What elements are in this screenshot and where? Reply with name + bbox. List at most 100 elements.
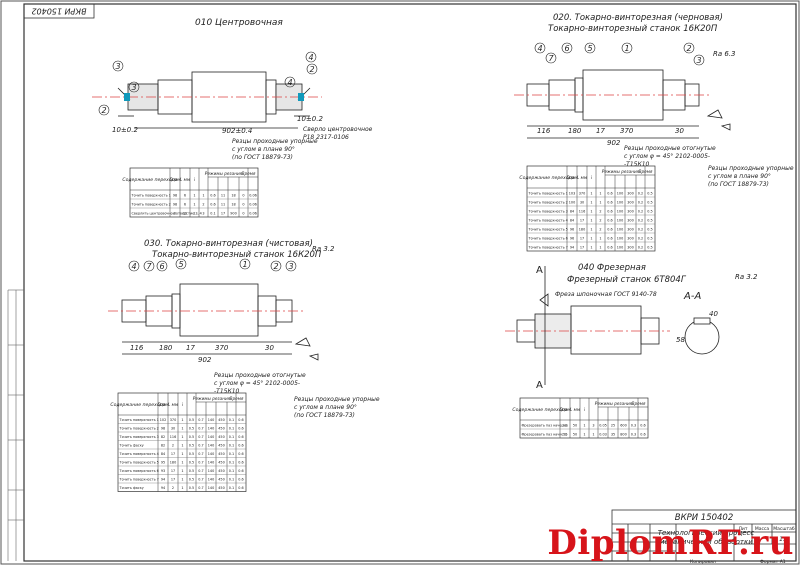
op-020-cell-r6-c9: 0.5 (647, 245, 652, 249)
op-010-note-1: Резцы проходные упорные (232, 138, 318, 145)
op-020-cell-r4-c9: 0.5 (647, 227, 652, 231)
op-030-cell-r0-c9: 0.6 (238, 418, 243, 422)
op-030-dim-1: 116 (130, 344, 144, 352)
op-020-callout-1: 1 (624, 44, 629, 53)
op-020-cell-r3-c6: 100 (617, 218, 623, 222)
op-040-header-l: L мм (570, 407, 580, 412)
op-010-cell-r0-c1: 98 (173, 193, 177, 197)
op-030-cell-r0-c8: 0.1 (229, 418, 234, 422)
op-030-cell-r1-c2: 30 (171, 426, 175, 430)
op-030-callout-7: 7 (146, 262, 152, 271)
op-030-cell-r4-c8: 0.1 (229, 452, 234, 456)
op-030-cell-r2-c2: 116 (170, 435, 176, 439)
op-030-cell-r8-c9: 0.6 (238, 486, 243, 490)
op-010-cell-r1-c3: 1 (193, 202, 195, 206)
op-020-dim-2: 180 (568, 127, 582, 135)
op-010-callout-3: 3 (115, 62, 120, 71)
op-030-cell-r5-c7: 450 (218, 460, 224, 464)
op-030-cell-r8-c6: 140 (208, 486, 214, 490)
op-020-cell-r3-c2: 17 (580, 218, 584, 222)
op-030-cell-r0-c7: 450 (218, 418, 224, 422)
op-030-cell-r2-c9: 0.6 (238, 435, 243, 439)
op-030-cell-r3-c5: 0.7 (198, 443, 203, 447)
op-020-cell-r4-c6: 100 (617, 227, 623, 231)
op-030-callout-4: 4 (131, 262, 136, 271)
op-020-cell-r3-c4: 2 (599, 218, 601, 222)
op-030-callout-5: 5 (178, 260, 183, 269)
op-030-cell-r8-c2: 2 (172, 486, 174, 490)
op-020-header-d: D мм (567, 175, 578, 180)
drill-right-icon (298, 93, 304, 101)
op-030-title: 030. Токарно-винторезная (чистовая) (144, 239, 313, 249)
op-010-cell-r1-c6: 11 (221, 202, 225, 206)
op-020-cell-r2-c6: 100 (617, 209, 623, 213)
op-030-cell-r3-c6: 140 (208, 443, 214, 447)
op-020-cell-r2-c9: 0.5 (647, 209, 652, 213)
op-010-cell-r2-c9: 0.06 (249, 211, 257, 215)
op-030-cell-r3-c7: 450 (218, 443, 224, 447)
op-040-section-label: А-А (683, 291, 701, 302)
op-020-cell-r2-c5: 0.6 (607, 209, 612, 213)
op-020-header-time: Время (639, 169, 653, 174)
op-020-cell-r0-c0: Точить поверхность 1 (528, 191, 568, 195)
op-040-cell-r0-c0: Фрезеровать паз начерно (522, 423, 568, 427)
op-030-cell-r1-c0: Точить поверхность 2 (119, 426, 159, 430)
op-020-cell-r1-c7: 300 (627, 200, 633, 204)
op-030-block: 030. Токарно-винторезная (чистовая) Тока… (108, 239, 380, 419)
op-030-cell-r5-c8: 0.1 (229, 460, 234, 464)
op-040-cell-r1-c9: 0.6 (640, 432, 645, 436)
op-020-cell-r3-c7: 300 (627, 218, 633, 222)
op-030-cell-r7-c8: 0.1 (229, 477, 234, 481)
op-030-cell-r3-c4: 0.5 (189, 443, 194, 447)
op-020-header-content: Содержание перехода (519, 175, 574, 181)
op-030-cell-r6-c9: 0.6 (238, 469, 243, 473)
op-010-block: 010 Центровочная 902±0.4 10±0.2 10±0.2 3… (92, 18, 373, 161)
op-020-cell-r0-c5: 0.6 (607, 191, 612, 195)
op-030-cell-r2-c4: 0.5 (189, 435, 194, 439)
op-010-callout-2: 2 (309, 65, 314, 74)
op-030-cell-r7-c6: 140 (208, 477, 214, 481)
op-030-cell-r8-c3: 1 (181, 486, 183, 490)
op-030-note2-2: с углом в плане 90° (294, 404, 357, 411)
op-010-cell-r2-c5: 0.1 (210, 211, 215, 215)
op-040-cell-r1-c4: 1 (592, 432, 594, 436)
op-020-cell-r2-c8: 0.2 (638, 209, 643, 213)
op-010-cell-r0-c8: 0 (242, 193, 244, 197)
op-040-header-modes: Режимы резания (595, 401, 633, 406)
op-010-cell-r0-c4: 1 (202, 193, 204, 197)
op-010-title: 010 Центровочная (195, 18, 283, 28)
op-010-header-time: Время (242, 171, 256, 176)
op-030-cell-r5-c1: 95 (161, 460, 165, 464)
op-020-callout-7: 7 (548, 54, 554, 63)
op-030-cell-r0-c2: 370 (170, 418, 176, 422)
op-010-cell-r0-c3: 1 (193, 193, 195, 197)
op-010-cell-r1-c0: Точить поверхность 2 (131, 202, 171, 206)
op-030-cell-r5-c0: Точить поверхность 5 (119, 460, 159, 464)
op-010-cell-r0-c5: 0.6 (210, 193, 215, 197)
op-020-cell-r6-c6: 100 (617, 245, 623, 249)
op-020-callout-2: 2 (686, 44, 691, 53)
drill-left-icon (124, 93, 130, 101)
op-020-header-modes: Режимы резания (602, 169, 640, 174)
op-020-cell-r5-c2: 17 (580, 236, 584, 240)
op-030-cell-r4-c7: 450 (218, 452, 224, 456)
op-030-cell-r2-c8: 0.1 (229, 435, 234, 439)
op-020-cell-r1-c5: 0.6 (607, 200, 612, 204)
op-040-section-mark-bottom: А (536, 380, 543, 391)
op-020-cell-r2-c1: 84 (570, 209, 574, 213)
left-binding-strip (7, 289, 24, 561)
op-030-callout-3: 3 (288, 262, 293, 271)
op-030-cell-r2-c7: 450 (218, 435, 224, 439)
op-020-cell-r4-c2: 180 (579, 227, 585, 231)
op-020-dim-total: 902 (607, 139, 621, 147)
op-010-cell-r2-c3: 1 (193, 211, 195, 215)
op-030-cell-r4-c9: 0.6 (238, 452, 243, 456)
op-020-cell-r2-c3: 1 (590, 209, 592, 213)
op-020-cell-r2-c0: Точить поверхность 3 (528, 209, 568, 213)
op-040-cell-r0-c1: 12 (563, 423, 567, 427)
op-020-note-3: -Т15К10 (624, 161, 650, 168)
op-030-callout-2: 2 (273, 262, 278, 271)
op-010-cell-r1-c2: 6 (184, 202, 186, 206)
op-040-cell-r0-c4: 3 (592, 423, 594, 427)
